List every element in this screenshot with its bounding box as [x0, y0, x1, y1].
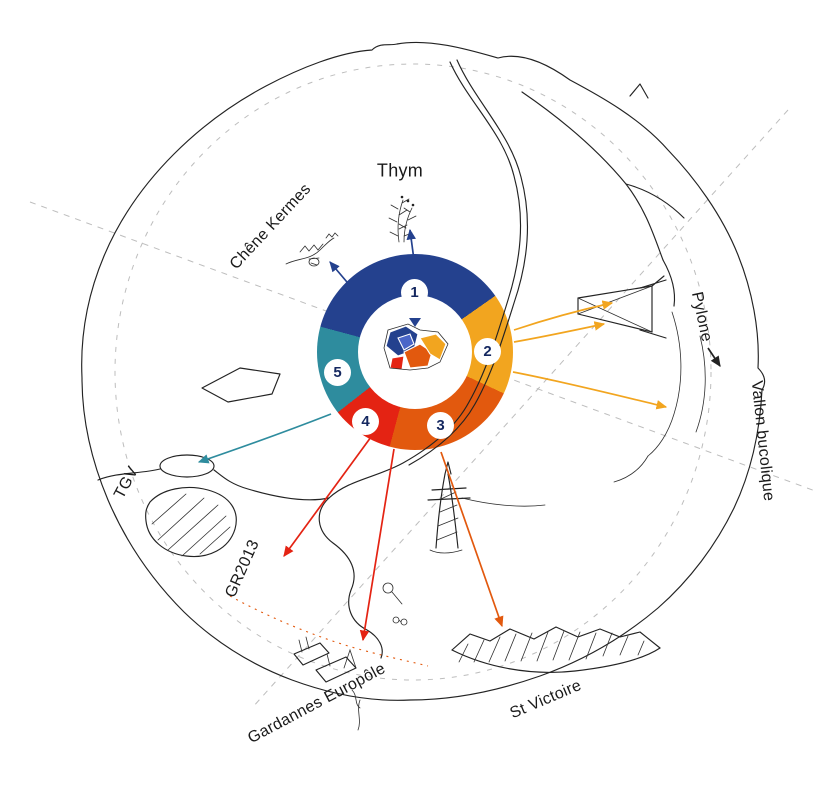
label-pylone: Pylone	[687, 290, 716, 344]
pylon-center-sketch	[427, 461, 546, 554]
misc-sketches	[382, 582, 408, 626]
stream	[521, 91, 664, 261]
cliff-line-3	[613, 455, 649, 483]
segment-badge-1: 1	[401, 279, 428, 306]
cliff-line	[647, 311, 682, 457]
label-gr2013: GR2013	[222, 537, 263, 601]
pylon-right-sketch	[577, 275, 667, 339]
st-victoire-ridge	[451, 626, 661, 673]
label-vallon-bucolique: Vallon bucolique	[747, 379, 778, 503]
chene-kermes-sketch	[285, 232, 339, 267]
gr2013-trail	[229, 595, 429, 667]
arrow-st-victoire	[440, 451, 504, 628]
dashed-diagonal-guide-2	[251, 109, 789, 709]
label-thym: Thym	[376, 160, 424, 181]
label-tgv: TGV	[111, 463, 142, 502]
tgv-area-sketch	[145, 486, 237, 558]
segment-badge-5: 5	[324, 359, 351, 386]
arrow-pylone-1	[513, 300, 614, 331]
arrow-gardannes	[359, 448, 395, 642]
stream-branch-2	[662, 259, 676, 307]
arrow-pylone-pointer	[707, 347, 721, 367]
arrow-gr2013	[283, 436, 372, 557]
arrow-pylone-2	[513, 321, 606, 343]
segment-badge-3: 3	[427, 412, 454, 439]
thym-sketch	[388, 195, 417, 243]
segment-badge-2: 2	[474, 338, 501, 365]
arrow-vallon-bucolique	[512, 371, 668, 410]
roundabout	[159, 454, 215, 478]
field-shape	[201, 367, 281, 403]
outline-notch	[629, 83, 649, 99]
stream-branch	[625, 183, 685, 219]
road-branch-left	[213, 469, 330, 501]
label-st-victoire: St Victoire	[507, 676, 585, 723]
donut-hole	[358, 295, 472, 409]
segment-badge-4: 4	[352, 408, 379, 435]
arrow-tgv	[197, 413, 332, 464]
cliff-line-2	[695, 335, 706, 433]
label-gardannes-europole: Gardannes Europôle	[245, 660, 389, 747]
label-chene-kermes: Chêne Kermes	[226, 180, 315, 273]
